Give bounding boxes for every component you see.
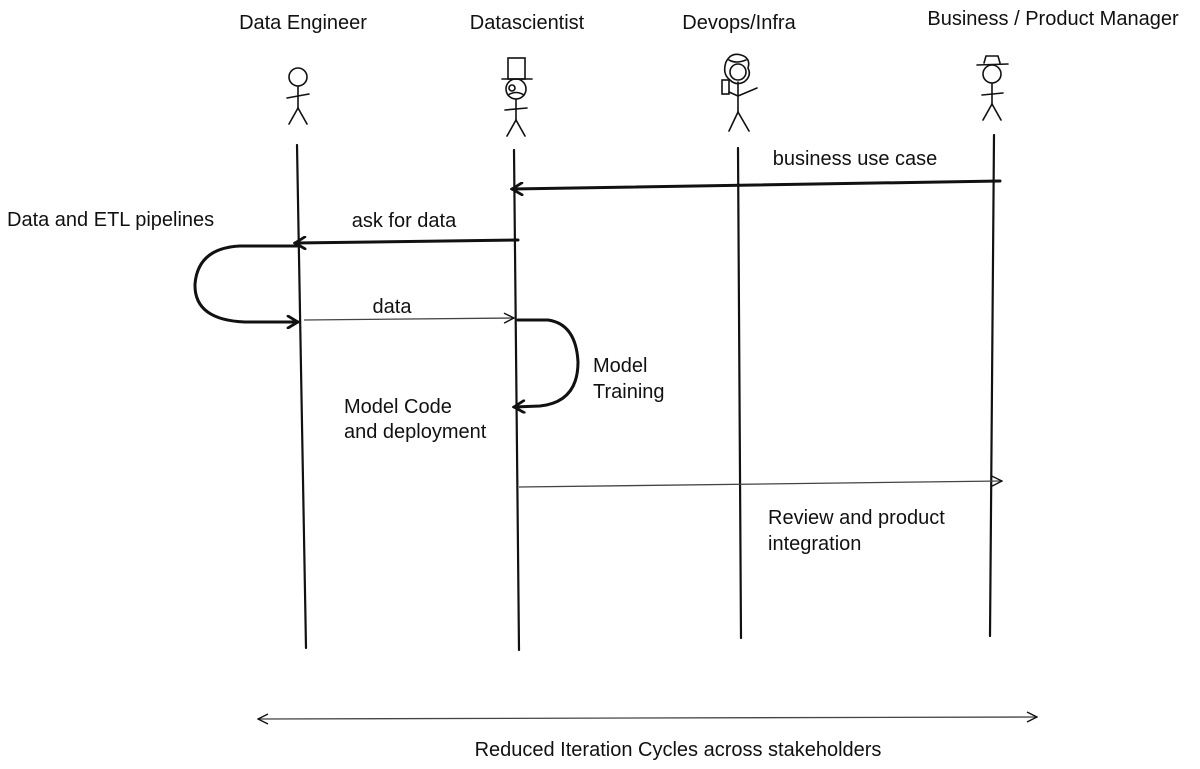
message-label-review-line-1: Review and product: [768, 507, 945, 529]
lifeline-business-product-manager: [988, 133, 996, 638]
actor-label-data-engineer: Data Engineer: [239, 12, 367, 34]
stick-figure-icon: [286, 67, 310, 125]
message-label-model-code-line-1: Model Code: [344, 396, 452, 418]
message-label-model-training-line-2: Training: [593, 381, 665, 403]
message-label-model-code-line-2: and deployment: [344, 421, 487, 443]
lifeline-devops-infra: [736, 146, 743, 640]
arrow-model-training-loop: [514, 318, 580, 407]
double-arrow-iteration-cycles: [258, 717, 1037, 719]
message-label-model-training-line-1: Model: [593, 355, 647, 377]
message-label-review-line-2: integration: [768, 533, 861, 555]
actor-label-datascientist: Datascientist: [470, 12, 585, 34]
message-label-ask-for-data: ask for data: [352, 210, 457, 232]
top-hat-monocle-figure-icon: [501, 57, 533, 137]
arrow-ask-for-data: [295, 240, 520, 243]
curly-hair-figure-with-phone-icon: [721, 53, 758, 132]
actor-label-business-product-manager: Business / Product Manager: [927, 8, 1179, 30]
arrow-review-product-integration: [518, 481, 1002, 488]
lifeline-datascientist: [512, 148, 521, 652]
arrow-data-etl-loop: [193, 244, 298, 322]
footer-caption: Reduced Iteration Cycles across stakehol…: [475, 739, 882, 761]
message-label-business-use-case: business use case: [773, 148, 938, 170]
arrow-data: [303, 318, 514, 320]
actor-label-devops-infra: Devops/Infra: [682, 12, 796, 34]
message-label-data: data: [373, 296, 413, 318]
message-label-data-etl-pipelines: Data and ETL pipelines: [7, 209, 214, 231]
lifeline-data-engineer: [295, 143, 308, 650]
fedora-figure-icon: [976, 55, 1009, 121]
arrow-business-use-case: [512, 179, 1002, 189]
